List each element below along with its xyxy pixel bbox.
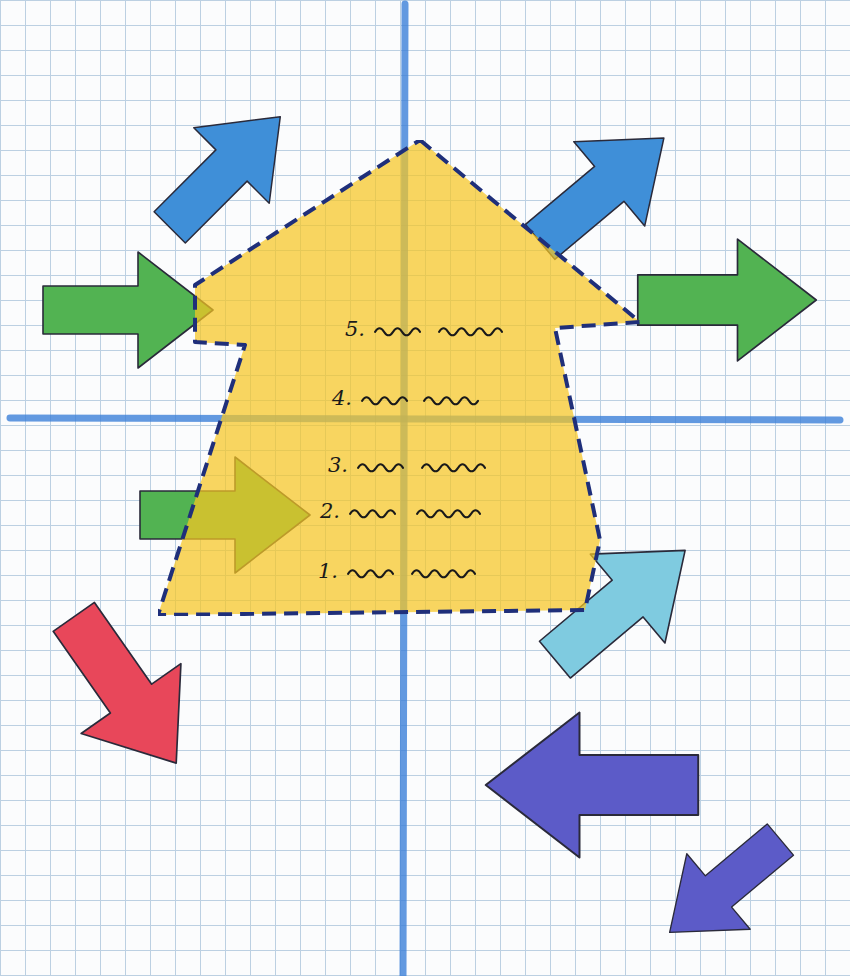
list-number: 4.	[332, 387, 352, 410]
house-shape: 5. 4. 3. 2. 1.	[158, 140, 640, 616]
squiggle-line	[375, 328, 502, 335]
green-arrow	[638, 239, 817, 361]
house-outline	[158, 140, 640, 616]
green-arrow	[43, 252, 213, 368]
squiggle-line	[362, 397, 478, 404]
purple-arrow	[638, 802, 812, 970]
squiggle-line	[358, 464, 485, 471]
list-number: 3.	[328, 454, 348, 477]
list-number: 5.	[345, 318, 365, 341]
list-number: 2.	[320, 500, 340, 523]
purple-arrow	[486, 713, 699, 858]
list-number: 1.	[318, 560, 338, 583]
squiggle-line	[348, 570, 475, 577]
squiggle-line	[350, 510, 480, 517]
